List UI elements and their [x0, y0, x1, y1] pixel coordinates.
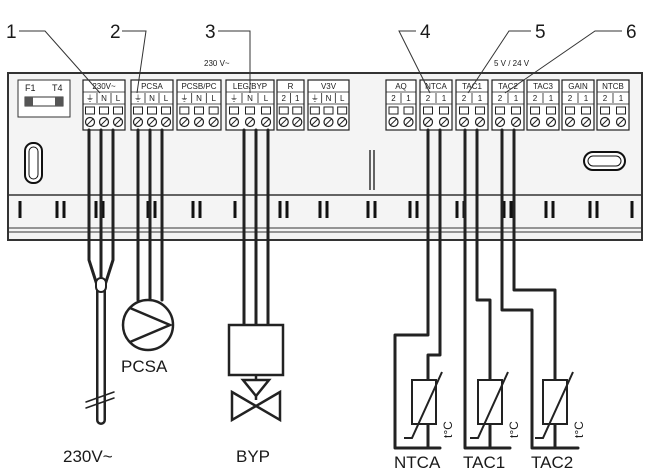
terminal-pin-label: N [101, 94, 107, 103]
ntca-cable [393, 128, 442, 450]
terminal-name: R [288, 82, 294, 91]
supply-cable [87, 128, 115, 287]
terminal-right-5: GAIN 2 1 [561, 79, 595, 131]
terminal-pin-label: L [211, 94, 216, 103]
wires [85, 128, 580, 450]
terminal-pin-label: 1 [478, 94, 483, 103]
terminal-pin-label: 1 [295, 94, 300, 103]
pump-label: PCSA [121, 357, 168, 376]
tac1-temp-symbol: t°C [507, 421, 521, 438]
terminal-pin-label: N [149, 94, 155, 103]
tac2-label: TAC2 [531, 453, 573, 472]
terminal-name: TAC3 [533, 82, 553, 91]
supply-cable-end [95, 277, 107, 293]
ntca-sensor-icon [404, 371, 443, 448]
terminal-pin-label: 2 [498, 94, 503, 103]
terminal-pin-label: L [116, 94, 121, 103]
terminal-name: 230V~ [92, 82, 116, 91]
terminal-pin-label: 1 [406, 94, 411, 103]
terminal-pin-label: 2 [426, 94, 431, 103]
terminal-pin-label: 1 [619, 94, 624, 103]
terminal-pin-label: N [247, 94, 253, 103]
terminal-pin-label: 2 [391, 94, 396, 103]
terminal-pin-label: ⏚ [230, 94, 238, 103]
terminal-pin-label: 1 [584, 94, 589, 103]
bypass-valve-icon [227, 323, 285, 423]
callout-3: 3 [205, 22, 216, 43]
terminal-name: PCSB/PC [181, 82, 216, 91]
terminal-pin-label: ⏚ [134, 94, 142, 103]
terminal-pin-label: L [340, 94, 345, 103]
terminal-name: NTCA [425, 82, 447, 91]
voltage-label-230: 230 V~ [204, 59, 230, 68]
callout-4: 4 [420, 22, 431, 43]
tac1-label: TAC1 [463, 453, 505, 472]
ntca-temp-symbol: t°C [441, 421, 455, 438]
terminal-pin-label: 2 [282, 94, 287, 103]
callout-6: 6 [626, 22, 637, 43]
supply-label: 230V~ [63, 447, 113, 466]
terminal-pin-label: ⏚ [311, 94, 319, 103]
terminal-pin-label: N [196, 94, 202, 103]
terminal-name: PCSA [141, 82, 163, 91]
terminal-pin-label: 1 [442, 94, 447, 103]
tac1-cable [463, 128, 512, 450]
pump-cable [136, 128, 164, 302]
tac1-sensor-icon [470, 371, 509, 448]
callout-1: 1 [6, 22, 17, 43]
terminal-pin-label: 1 [514, 94, 519, 103]
terminal-right-4: TAC3 2 1 [526, 79, 560, 131]
terminal-pin-label: L [264, 94, 269, 103]
pump-icon [121, 298, 175, 352]
terminal-name: AQ [395, 82, 407, 91]
cut-mark [85, 391, 115, 403]
terminal-right-6: NTCB 2 1 [596, 79, 630, 131]
fuse-label-f1: F1 [25, 83, 36, 93]
callout-2: 2 [110, 22, 121, 43]
terminal-name: TAC2 [498, 82, 518, 91]
tac2-temp-symbol: t°C [572, 421, 586, 438]
terminal-pin-label: ⏚ [180, 94, 188, 103]
terminal-pin-label: 2 [568, 94, 573, 103]
terminal-right-3: TAC2 2 1 [491, 79, 525, 131]
terminal-pin-label: 2 [533, 94, 538, 103]
terminal-pin-label: N [326, 94, 332, 103]
terminal-pin-label: L [164, 94, 169, 103]
terminal-pin-label: 2 [462, 94, 467, 103]
terminal-name: NTCB [602, 82, 624, 91]
callout-5: 5 [535, 22, 546, 43]
tac2-sensor-icon [535, 371, 574, 448]
terminal-pin-label: ⏚ [86, 94, 94, 103]
fuse-label-t4: T4 [52, 83, 63, 93]
terminal-name: V3V [321, 82, 337, 91]
voltage-label-5-24: 5 V / 24 V [494, 59, 530, 68]
valve-label: BYP [236, 447, 270, 466]
terminal-right-0: AQ 2 1 [385, 79, 417, 131]
terminal-pin-label: 2 [603, 94, 608, 103]
terminal-name: GAIN [568, 82, 588, 91]
terminal-pin-label: 1 [549, 94, 554, 103]
terminal-right-1: NTCA 2 1 [419, 79, 453, 131]
ntca-label: NTCA [394, 453, 441, 472]
tac2-cable [500, 128, 580, 450]
valve-cable [242, 128, 270, 327]
callouts [19, 30, 622, 94]
